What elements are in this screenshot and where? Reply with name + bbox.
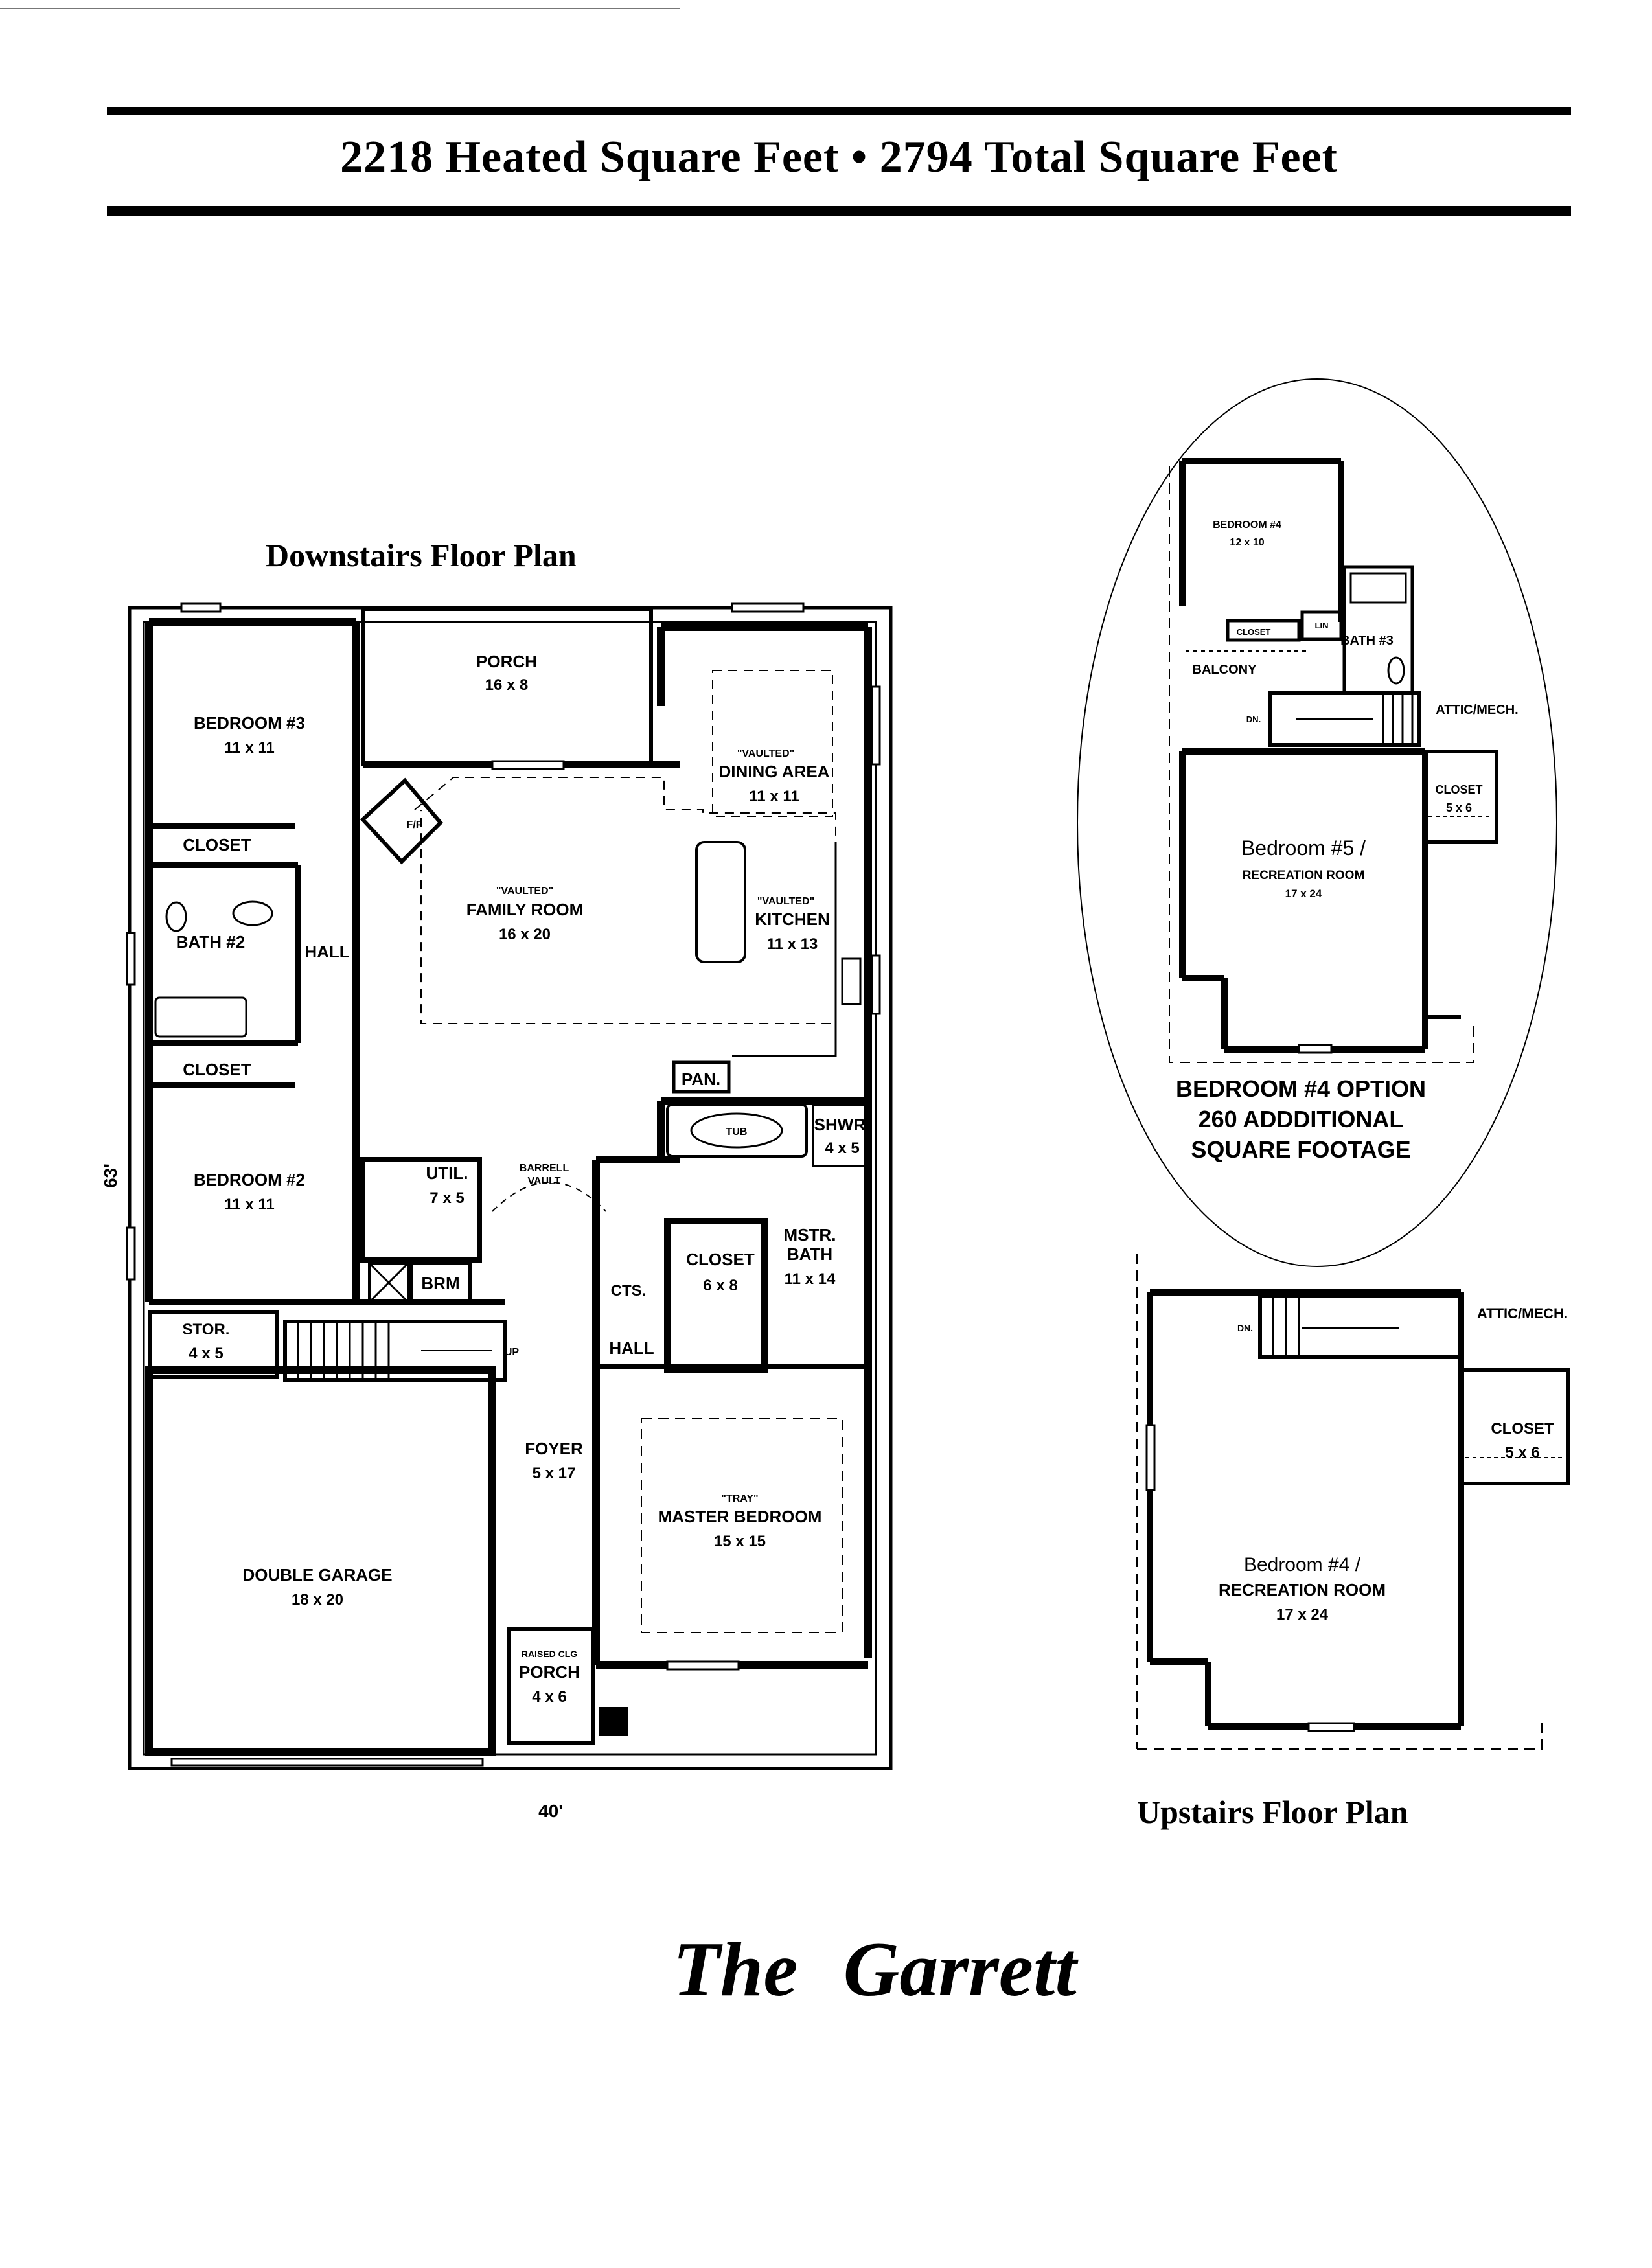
plan-name-garrett: Garrett bbox=[843, 1926, 1077, 2012]
option-caption-line3: SQUARE FOOTAGE bbox=[1191, 1136, 1410, 1163]
master-closet-label: CLOSET bbox=[686, 1250, 755, 1269]
total-sqft: 2794 bbox=[879, 132, 973, 182]
stairs-up-label: UP bbox=[505, 1347, 520, 1358]
opt-bedroom5-size: 17 x 24 bbox=[1285, 888, 1322, 900]
downstairs-title: Downstairs Floor Plan bbox=[266, 537, 577, 573]
opt-bedroom4-label: BEDROOM #4 bbox=[1213, 520, 1281, 531]
up-attic-label: ATTIC/MECH. bbox=[1477, 1305, 1568, 1322]
front-porch-label: PORCH bbox=[519, 1662, 580, 1682]
master-note: "TRAY" bbox=[721, 1493, 758, 1504]
upstairs-plan: DN. ATTIC/MECH. CLOSET 5 x 6 Bedroom #4 … bbox=[1136, 1254, 1570, 1750]
master-bath-size: 11 x 14 bbox=[785, 1270, 836, 1288]
bedroom2-size: 11 x 11 bbox=[224, 1196, 274, 1213]
master-label: MASTER BEDROOM bbox=[658, 1507, 822, 1526]
plan-name: The Garrett bbox=[518, 1918, 1231, 2021]
heated-label: Heated Square Feet bbox=[445, 132, 840, 182]
kitchen-note: "VAULTED" bbox=[757, 896, 814, 907]
up-closet-label: CLOSET bbox=[1491, 1420, 1554, 1438]
tub-label: TUB bbox=[726, 1127, 748, 1138]
plan-name-the: The bbox=[672, 1926, 798, 2012]
bedroom3-label: BEDROOM #3 bbox=[194, 713, 305, 733]
header-separator: • bbox=[851, 132, 868, 182]
width-dimension: 40' bbox=[538, 1801, 563, 1821]
opt-linen-label: LIN bbox=[1315, 621, 1329, 630]
opt-stairs-down-label: DN. bbox=[1246, 715, 1261, 724]
pantry-label: PAN. bbox=[682, 1070, 720, 1089]
cts-label: CTS. bbox=[611, 1282, 647, 1300]
up-stairs-down-label: DN. bbox=[1237, 1323, 1253, 1333]
family-label: FAMILY ROOM bbox=[466, 900, 584, 919]
master-closet-size: 6 x 8 bbox=[703, 1277, 737, 1294]
bedroom4-option-plan: BEDROOM #4 12 x 10 CLOSET LIN BATH #3 BA… bbox=[1077, 378, 1557, 1267]
foyer-label: FOYER bbox=[525, 1439, 583, 1458]
master-bath-label2: BATH bbox=[787, 1244, 832, 1264]
opt-closet2-size: 5 x 6 bbox=[1446, 801, 1472, 814]
bedroom2-label: BEDROOM #2 bbox=[194, 1170, 305, 1189]
family-note: "VAULTED" bbox=[496, 886, 553, 897]
shower-size: 4 x 5 bbox=[825, 1140, 859, 1157]
barrell-label: BARRELL bbox=[520, 1163, 569, 1174]
header-top-rule bbox=[107, 107, 1571, 115]
closet-top-label: CLOSET bbox=[183, 835, 251, 854]
dining-size: 11 x 11 bbox=[749, 788, 799, 805]
front-porch-size: 4 x 6 bbox=[532, 1688, 566, 1706]
garage-size: 18 x 20 bbox=[292, 1591, 343, 1609]
master-bath-label: MSTR. bbox=[784, 1225, 836, 1244]
hall-right-label: HALL bbox=[609, 1338, 654, 1358]
header-bottom-rule bbox=[107, 206, 1571, 216]
opt-bedroom5-label: Bedroom #5 / bbox=[1241, 836, 1366, 860]
kitchen-size: 11 x 13 bbox=[767, 935, 818, 953]
option-caption-line2: 260 ADDDITIONAL bbox=[1199, 1106, 1404, 1132]
master-size: 15 x 15 bbox=[714, 1533, 766, 1550]
depth-dimension: 63' bbox=[100, 1163, 120, 1188]
foyer-size: 5 x 17 bbox=[533, 1465, 576, 1482]
dining-label: DINING AREA bbox=[719, 762, 830, 781]
opt-attic-label: ATTIC/MECH. bbox=[1436, 703, 1518, 717]
opt-bedroom5-label2: RECREATION ROOM bbox=[1243, 869, 1365, 882]
upstairs-title: Upstairs Floor Plan bbox=[1137, 1794, 1408, 1830]
opt-closet-label: CLOSET bbox=[1237, 627, 1271, 637]
shower-label: SHWR. bbox=[814, 1115, 871, 1134]
closet-mid-label: CLOSET bbox=[183, 1060, 251, 1079]
dining-note: "VAULTED" bbox=[737, 748, 794, 759]
opt-closet2-label: CLOSET bbox=[1435, 783, 1482, 796]
up-bedroom4-size: 17 x 24 bbox=[1276, 1606, 1329, 1623]
up-bedroom4-label: Bedroom #4 / bbox=[1244, 1554, 1361, 1575]
util-label: UTIL. bbox=[426, 1163, 468, 1183]
opt-bedroom4-size: 12 x 10 bbox=[1230, 537, 1264, 548]
bath2-label: BATH #2 bbox=[176, 932, 245, 952]
garage-label: DOUBLE GARAGE bbox=[242, 1565, 392, 1585]
up-closet-size: 5 x 6 bbox=[1505, 1444, 1539, 1461]
storage-label: STOR. bbox=[183, 1321, 230, 1338]
option-caption-line1: BEDROOM #4 OPTION bbox=[1176, 1075, 1426, 1102]
fp-label: F/P bbox=[407, 819, 423, 830]
total-label: Total Square Feet bbox=[984, 132, 1338, 182]
hall-left-label: HALL bbox=[304, 942, 349, 961]
square-footage-header: 2218 Heated Square Feet • 2794 Total Squ… bbox=[110, 122, 1568, 193]
vault-label: VAULT bbox=[528, 1176, 561, 1187]
downstairs-plan: PORCH 16 x 8 BEDROOM #3 11 x 11 "VAULTED… bbox=[100, 602, 893, 1821]
top-thin-rule bbox=[0, 8, 680, 9]
front-porch-note: RAISED CLG bbox=[522, 1649, 577, 1659]
broom-closet-label: BRM bbox=[421, 1274, 459, 1293]
family-size: 16 x 20 bbox=[499, 926, 551, 943]
opt-bath3-label: BATH #3 bbox=[1340, 634, 1394, 648]
bedroom3-size: 11 x 11 bbox=[224, 739, 274, 757]
kitchen-label: KITCHEN bbox=[755, 910, 830, 929]
heated-sqft: 2218 bbox=[340, 132, 434, 182]
opt-balcony-label: BALCONY bbox=[1193, 663, 1257, 677]
porch-label: PORCH bbox=[476, 652, 537, 671]
porch-size: 16 x 8 bbox=[485, 676, 529, 694]
util-size: 7 x 5 bbox=[430, 1189, 464, 1207]
up-bedroom4-label2: RECREATION ROOM bbox=[1219, 1580, 1386, 1599]
storage-size: 4 x 5 bbox=[189, 1345, 223, 1362]
